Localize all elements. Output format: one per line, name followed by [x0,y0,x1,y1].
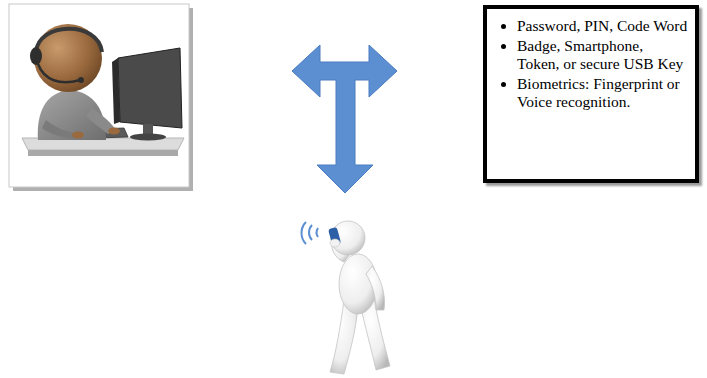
bullet-list: Password, PIN, Code WordBadge, Smartphon… [487,9,695,111]
mic-tip [78,77,84,83]
monitor-stand [143,124,153,134]
picture-frame [9,4,189,187]
monitor-side [112,58,120,124]
monitor-base [130,134,166,141]
sound-wave [309,225,312,240]
monitor [118,48,182,128]
head [34,24,102,92]
hand [72,132,84,139]
sound-wave [302,222,307,244]
headset-band [36,29,102,52]
headset-mic [38,64,80,82]
desk-edge [28,150,178,156]
sound-wave [317,228,319,237]
arm [42,120,76,138]
bullet-item: Biometrics: Fingerprint or Voice recogni… [517,75,689,111]
bullet-item: Badge, Smartphone, Token, or secure USB … [517,37,689,73]
headset-ear [30,47,42,65]
hand [330,239,340,247]
text-box: Password, PIN, Code WordBadge, Smartphon… [483,5,699,183]
hand [108,128,120,135]
operator-clipart [9,4,193,191]
arm [366,266,385,310]
caller-figure [302,221,391,374]
t-arrow [292,45,397,193]
bullet-item: Password, PIN, Code Word [517,17,689,35]
